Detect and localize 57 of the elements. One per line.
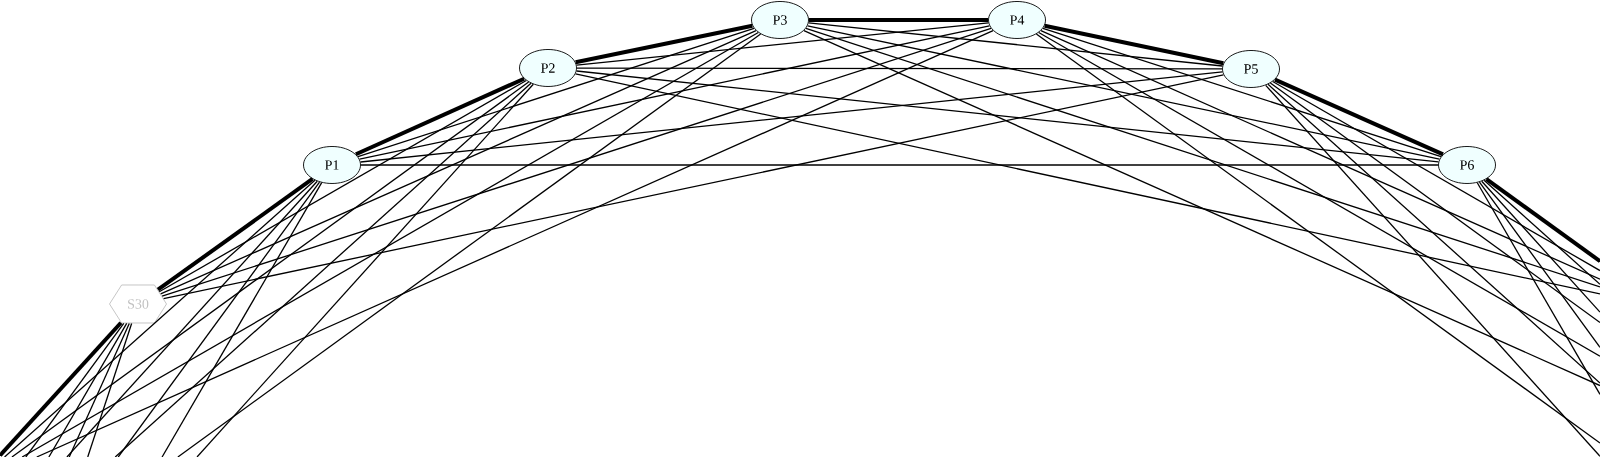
connector-line: [0, 321, 123, 457]
connector-line: [576, 67, 1223, 70]
connector-line: [1478, 181, 1600, 348]
ellipse-node: P1: [303, 146, 361, 184]
connector-line: [803, 30, 1600, 387]
connector-line: [68, 322, 130, 457]
connector-line: [1040, 30, 1600, 280]
connector-line: [66, 180, 318, 457]
connector-line: [807, 22, 1224, 67]
connector-line: [360, 164, 1439, 166]
connector-line: [161, 27, 992, 297]
connector-line: [1265, 84, 1600, 457]
ellipse-node: P6: [1438, 146, 1496, 184]
connector-line: [48, 322, 128, 457]
connector-line: [355, 76, 525, 157]
connector-line: [1042, 27, 1442, 158]
connector-line: [1035, 33, 1600, 444]
ellipse-node: P2: [519, 49, 577, 87]
connector-line: [3, 179, 316, 457]
connector-line: [1483, 179, 1600, 285]
connector-line: [1272, 80, 1600, 272]
connector-line: [575, 70, 1440, 163]
connector-line: [160, 29, 757, 295]
connector-line: [1267, 83, 1600, 384]
connector-line: [1485, 177, 1600, 263]
connector-line: [1476, 182, 1600, 395]
connector-line: [359, 71, 1224, 163]
connector-line: [25, 322, 125, 457]
connector-line: [806, 25, 1441, 160]
ellipse-node: P4: [988, 1, 1046, 39]
connector-line: [21, 31, 759, 457]
connector-line: [114, 82, 532, 457]
connector-line: [196, 83, 534, 457]
hexagon-node: S30: [109, 284, 167, 324]
connector-line: [161, 182, 323, 457]
connector-line: [117, 181, 321, 457]
connector-line: [1269, 82, 1600, 324]
ellipse-node: P5: [1222, 50, 1280, 88]
connector-line: [808, 18, 989, 22]
connector-line: [11, 81, 530, 457]
connector-line: [575, 23, 753, 65]
connector-line: [805, 27, 1600, 288]
connector-line: [574, 73, 1600, 295]
connector-line: [177, 33, 762, 457]
ellipse-node: P3: [751, 1, 809, 39]
connector-line: [162, 74, 1225, 300]
connector-line: [358, 25, 991, 160]
connector-line: [1274, 77, 1444, 157]
connector-line: [1038, 31, 1600, 357]
connector-line: [158, 79, 527, 293]
connector-line: [156, 177, 314, 292]
connector-line: [575, 22, 990, 66]
connector-line: [1044, 23, 1224, 66]
connector-line: [36, 30, 994, 457]
connector-line: [1481, 180, 1600, 313]
connector-line: [87, 322, 133, 457]
connector-line: [357, 27, 755, 158]
